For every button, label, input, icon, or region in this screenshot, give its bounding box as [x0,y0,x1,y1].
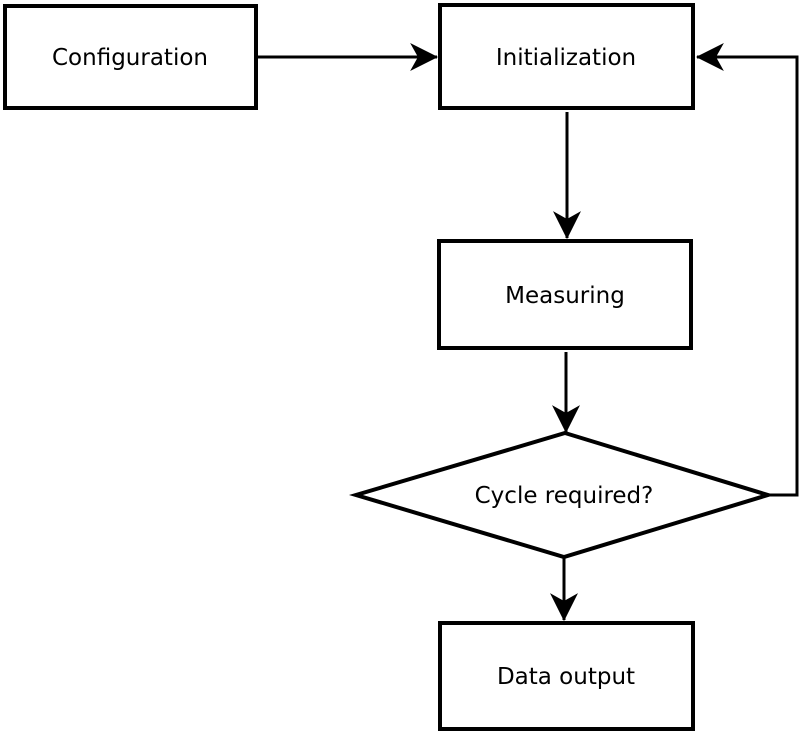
node-initialization-label: Initialization [496,45,636,71]
node-configuration-label: Configuration [52,45,208,71]
node-configuration: Configuration [3,4,258,110]
node-measuring-box [437,239,693,350]
node-measuring: Measuring [437,239,693,350]
node-cycle-required: Cycle required? [348,430,775,560]
node-measuring-label: Measuring [505,283,625,309]
node-cycle-required-label: Cycle required? [475,483,654,509]
edge-cycle-required-to-initialization-loop [695,43,799,497]
node-cycle-required-diamond [348,430,775,560]
node-initialization-box [438,3,695,110]
node-data-output-label: Data output [497,664,635,690]
node-initialization: Initialization [438,3,695,110]
node-data-output-box [438,621,695,731]
node-data-output: Data output [438,621,695,731]
node-configuration-box [3,4,258,110]
